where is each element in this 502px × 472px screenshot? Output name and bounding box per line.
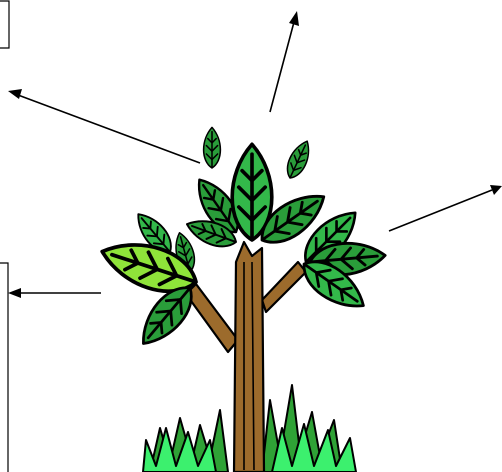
arrow-right xyxy=(389,185,502,231)
leaf xyxy=(282,138,314,182)
top-left-label-box xyxy=(0,1,9,48)
tree-trunk xyxy=(234,242,264,472)
arrow-up xyxy=(270,11,299,112)
arrow-upper-left xyxy=(8,89,200,163)
arrow-left xyxy=(8,288,101,298)
left-label-box xyxy=(0,263,8,472)
leaf xyxy=(204,127,221,168)
